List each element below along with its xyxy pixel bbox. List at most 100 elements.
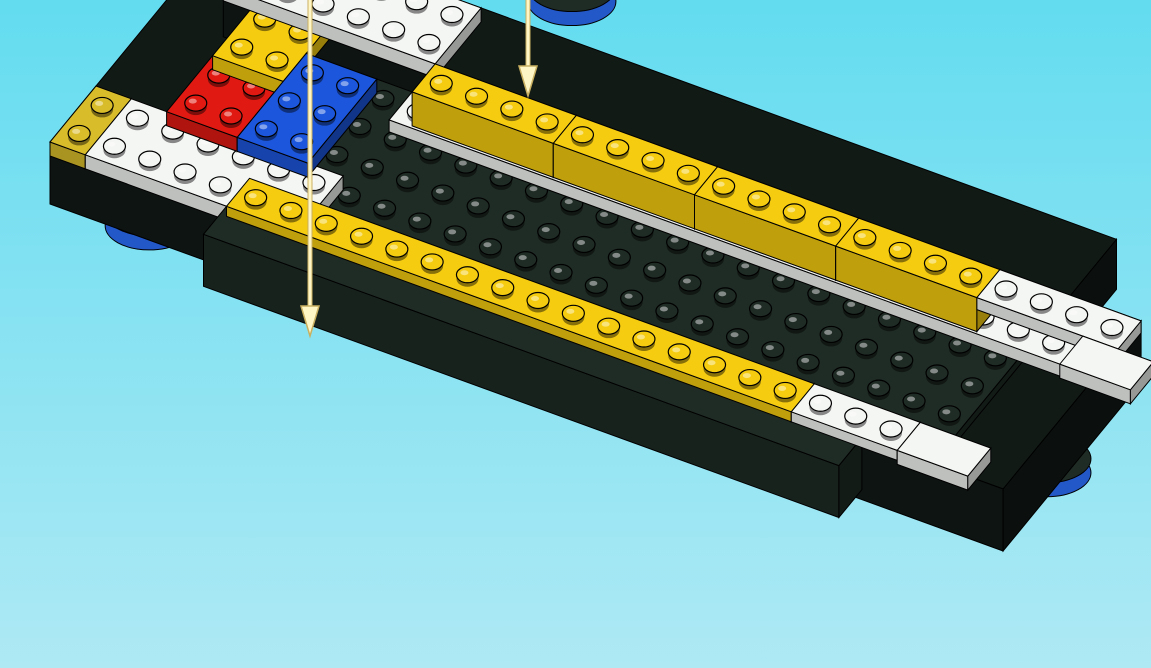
- black-deck-plate-stud-shine: [635, 225, 643, 230]
- black-deck-plate-stud-shine: [836, 371, 844, 376]
- black-deck-plate-stud-shine: [424, 148, 432, 153]
- blue-plate-stud-shine: [259, 124, 267, 129]
- black-deck-plate-stud-shine: [918, 328, 926, 333]
- blue-plate-stud: [255, 121, 277, 137]
- black-deck-plate-stud: [621, 290, 643, 306]
- black-deck-plate-stud: [479, 239, 501, 255]
- yellow-brick-4-stud-shine: [858, 233, 866, 238]
- black-deck-plate-stud-shine: [388, 135, 396, 140]
- yellow-brick-3-stud-shine: [717, 182, 725, 187]
- black-deck-plate-stud: [467, 198, 489, 214]
- black-deck-plate-stud-shine: [625, 294, 633, 299]
- yellow-brick-1-stud-shine: [434, 79, 442, 84]
- yellow-rail-plate-stud: [492, 280, 514, 296]
- black-deck-plate-stud-shine: [376, 94, 384, 99]
- white-rail-end-stud: [809, 395, 831, 411]
- black-deck-plate-stud-shine: [718, 291, 726, 296]
- red-plate-stud-shine: [224, 111, 232, 116]
- black-deck-plate-stud: [855, 339, 877, 355]
- black-deck-plate-stud: [515, 252, 537, 268]
- black-deck-plate-stud: [502, 211, 524, 227]
- black-deck-plate-stud: [820, 326, 842, 342]
- black-deck-plate-stud-shine: [988, 353, 996, 358]
- black-deck-plate-stud-shine: [483, 242, 491, 247]
- black-deck-plate-stud-shine: [812, 289, 820, 294]
- white-plate-left-stud-shine: [107, 142, 115, 147]
- yellow-brick-1-stud-shine: [540, 117, 548, 122]
- yellow-rail-plate-stud-shine: [602, 322, 610, 327]
- black-deck-plate-stud-shine: [529, 186, 537, 191]
- black-deck-plate-stud-shine: [436, 189, 444, 194]
- yellow-plate-back-stud: [231, 39, 253, 55]
- yellow-brick-2-stud: [642, 152, 664, 168]
- black-deck-plate-stud-shine: [741, 263, 749, 268]
- black-deck-plate-stud: [891, 352, 913, 368]
- blue-plate-stud-shine: [341, 81, 349, 86]
- tan-corner-left-stud-shine: [95, 101, 103, 106]
- tan-corner-left-stud: [91, 97, 113, 113]
- yellow-rail-plate-stud-shine: [743, 373, 751, 378]
- white-plate-back-stud-shine: [387, 25, 395, 30]
- blue-plate-stud-shine: [318, 109, 326, 114]
- black-deck-plate-stud: [785, 314, 807, 330]
- black-deck-plate-stud: [608, 249, 630, 265]
- yellow-rail-plate-stud-shine: [496, 283, 504, 288]
- black-deck-plate-stud-shine: [801, 358, 809, 363]
- yellow-brick-3-stud-shine: [787, 207, 795, 212]
- yellow-brick-3-stud: [748, 191, 770, 207]
- yellow-rail-plate-stud-shine: [460, 270, 468, 275]
- white-plate-back-end-stud-shine: [999, 284, 1007, 289]
- yellow-brick-1-stud: [501, 101, 523, 117]
- black-deck-plate-stud-shine: [965, 381, 973, 386]
- yellow-rail-plate-stud: [456, 267, 478, 283]
- yellow-brick-4-stud: [924, 255, 946, 271]
- yellow-brick-1-stud: [430, 75, 452, 91]
- yellow-brick-2-stud-shine: [611, 143, 619, 148]
- yellow-brick-2-stud: [677, 165, 699, 181]
- yellow-rail-plate-stud: [280, 203, 302, 219]
- yellow-brick-4-stud-shine: [893, 246, 901, 251]
- white-plate-back-end-stud: [1066, 307, 1088, 323]
- yellow-brick-2-stud: [571, 127, 593, 143]
- white-plate-left-stud: [126, 110, 148, 126]
- tan-corner-left-stud: [68, 125, 90, 141]
- white-plate-back-stud: [418, 35, 440, 51]
- black-deck-plate-stud: [938, 406, 960, 422]
- yellow-rail-plate-stud-shine: [672, 347, 680, 352]
- yellow-rail-plate-stud: [774, 382, 796, 398]
- black-deck-plate-stud: [868, 380, 890, 396]
- white-plate-left-stud-shine: [178, 167, 186, 172]
- yellow-rail-plate-stud: [739, 370, 761, 386]
- black-deck-plate-stud-shine: [872, 384, 880, 389]
- black-deck-plate-stud-shine: [731, 332, 739, 337]
- white-plate-back-end-stud: [1101, 320, 1123, 336]
- black-deck-plate-stud-shine: [365, 163, 373, 168]
- black-deck-plate-stud-shine: [330, 150, 338, 155]
- white-plate-back-end-stud-shine: [1105, 323, 1113, 328]
- red-plate-stud-shine: [189, 99, 197, 104]
- black-deck-plate-stud-shine: [882, 315, 890, 320]
- black-deck-plate-stud-shine: [519, 255, 527, 260]
- white-plate-left-stud-shine: [213, 180, 221, 185]
- black-deck-plate-stud-shine: [565, 199, 573, 204]
- black-deck-plate-stud-shine: [471, 201, 479, 206]
- black-deck-plate-stud: [926, 365, 948, 381]
- black-deck-plate-stud-shine: [859, 343, 867, 348]
- black-deck-plate-stud-shine: [589, 281, 597, 286]
- black-deck-plate-stud-shine: [942, 409, 950, 414]
- black-deck-plate-stud-shine: [671, 238, 679, 243]
- black-deck-plate-stud: [573, 236, 595, 252]
- yellow-brick-2-stud: [607, 140, 629, 156]
- yellow-rail-plate-stud-shine: [708, 360, 716, 365]
- yellow-rail-plate-stud: [386, 241, 408, 257]
- black-deck-plate-stud-shine: [648, 266, 656, 271]
- white-plate-back-stud-shine: [351, 12, 359, 17]
- black-deck-plate-stud-shine: [683, 279, 691, 284]
- black-deck-plate-stud-shine: [777, 276, 785, 281]
- red-plate-stud: [220, 108, 242, 124]
- black-deck-plate-stud: [444, 226, 466, 242]
- black-deck-plate-stud-shine: [494, 173, 502, 178]
- white-plate-back-end-stud: [1030, 294, 1052, 310]
- yellow-rail-plate-stud-shine: [355, 232, 363, 237]
- yellow-brick-2-stud-shine: [646, 156, 654, 161]
